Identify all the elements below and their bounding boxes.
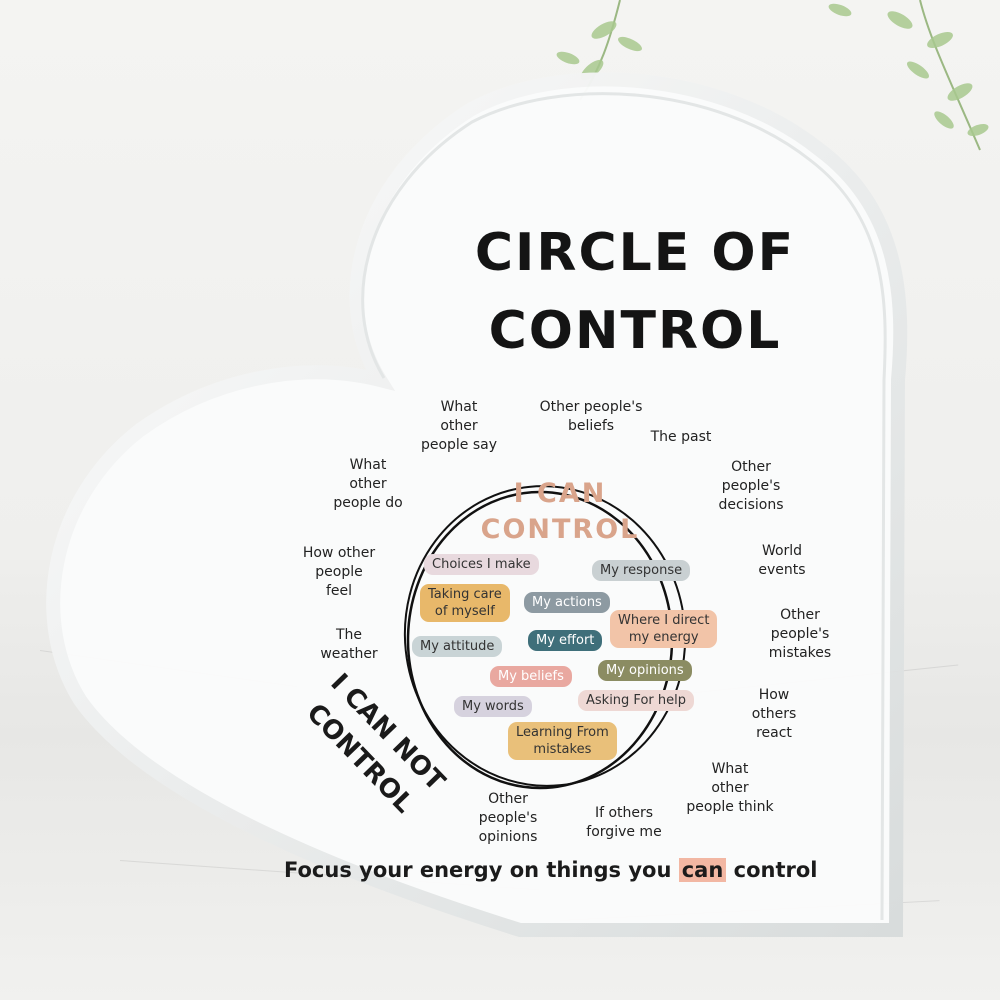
label-others-mistakes: Other people's mistakes [768,607,832,661]
label-others-decisions: Other people's decisions [718,459,784,513]
label-world-events: World events [758,543,806,578]
chip-learning: Learning From mistakes [508,722,617,760]
label-the-past: The past [650,429,712,445]
title-line-1: CIRCLE OF [474,223,796,283]
label-others-feel: How other people feel [302,545,376,599]
chip-choices: Choices I make [424,554,539,575]
chip-attitude: My attitude [412,636,503,657]
footer-tagline: Focus your energy on things you can cont… [284,858,844,882]
page-title: CIRCLE OF CONTROL [440,214,830,370]
chip-asking-help: Asking For help [578,690,694,711]
label-what-others-say: What other people say [420,399,498,453]
chip-taking-care: Taking care of myself [420,584,510,622]
label-what-others-do: What other people do [333,457,403,511]
i-can-not-control-label: I CAN NOT CONTROL [292,668,492,838]
chip-opinions: My opinions [598,660,692,681]
footer-highlight: can [678,858,727,882]
chip-direct-energy: Where I direct my energy [610,610,718,648]
chip-effort: My effort [528,630,603,651]
i-can-control-title: I CAN CONTROL [480,478,640,545]
label-others-opinions: Other people's opinions [478,791,538,845]
chip-response: My response [592,560,691,581]
footer-text-before: Focus your energy on things you [284,858,679,882]
footer-text-after: control [726,858,818,882]
chip-words: My words [454,696,532,717]
label-others-beliefs: Other people's beliefs [539,399,643,434]
title-line-2: CONTROL [488,301,782,361]
label-forgive-me: If others forgive me [586,805,662,840]
chip-beliefs: My beliefs [490,666,572,687]
label-others-react: How others react [751,687,797,741]
plant-leaves [556,0,989,151]
label-others-think: What other people think [686,761,774,815]
label-the-weather: The weather [320,627,378,662]
chip-actions: My actions [524,592,610,613]
